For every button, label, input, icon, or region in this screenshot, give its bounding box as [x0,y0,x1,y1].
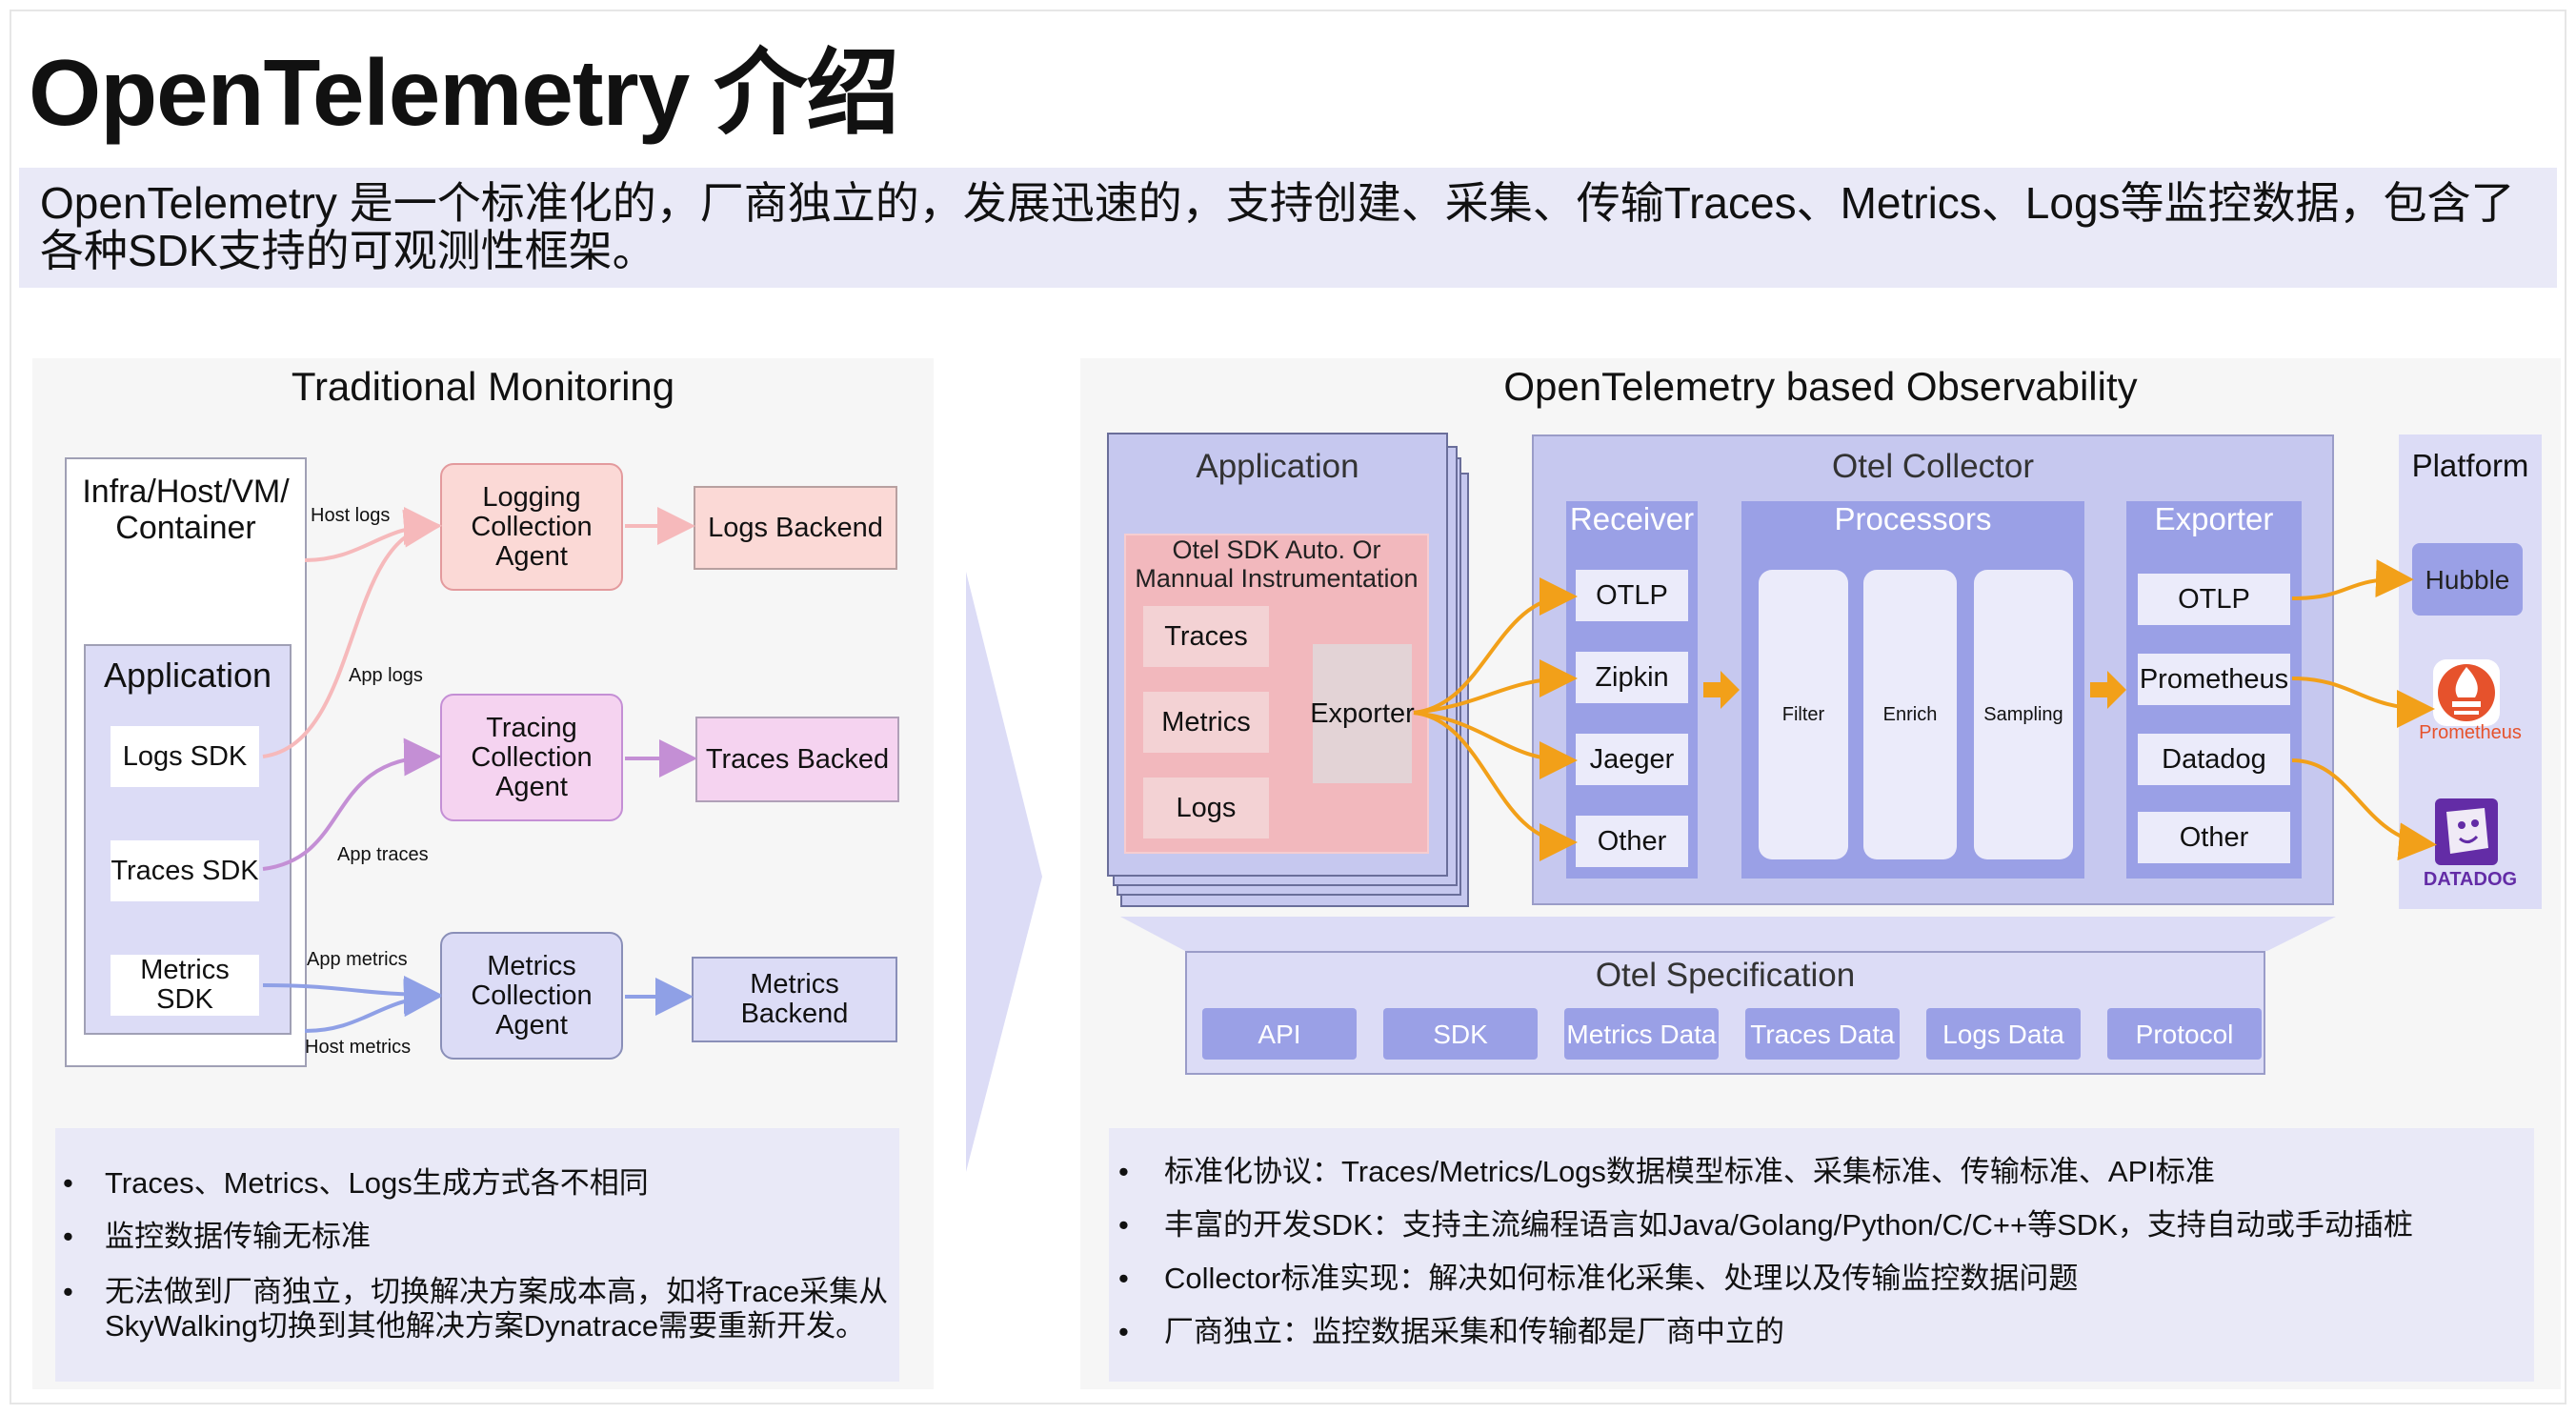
receiver-otlp: OTLP [1576,570,1688,621]
otel-application-title: Application [1196,448,1359,485]
platform-hubble: Hubble [2412,543,2523,616]
tracing-agent: Tracing Collection Agent [440,694,623,821]
processors-title: Processors [1834,501,1992,536]
bullet-item: 监控数据传输无标准 [105,1220,371,1253]
receiver-other: Other [1576,816,1688,867]
exporter-title: Exporter [2154,501,2274,536]
signal-logs: Logs [1143,778,1269,838]
edge-label-app-metrics: App metrics [307,949,408,970]
bullet-dot: • [63,1220,73,1253]
receiver-jaeger: Jaeger [1576,734,1688,785]
logging-agent: Logging Collection Agent [440,463,623,591]
bullet-dot: • [1118,1155,1129,1188]
exporter-other: Other [2138,812,2290,863]
intro-text: OpenTelemetry 是一个标准化的，厂商独立的，发展迅速的，支持创建、采… [19,168,2557,288]
spec-api: API [1202,1008,1357,1060]
processor-enrich: Enrich [1863,570,1957,859]
spec-box [1185,951,2265,1075]
bullet-item: Collector标准实现：解决如何标准化采集、处理以及传输监控数据问题 [1164,1262,2079,1295]
bullet-dot: • [1118,1262,1129,1295]
traditional-bullets: • Traces、Metrics、Logs生成方式各不相同 • 监控数据传输无标… [63,1166,901,1376]
metrics-sdk: Metrics SDK [111,955,259,1016]
processor-filter: Filter [1759,570,1848,859]
metrics-backend: Metrics Backend [692,957,897,1042]
bullet-dot: • [1118,1208,1129,1242]
slide-frame [10,10,2566,1404]
bullet-item: Traces、Metrics、Logs生成方式各不相同 [105,1166,649,1200]
spec-protocol: Protocol [2107,1008,2262,1060]
app-exporter: Exporter [1310,644,1415,783]
host-box-label: Infra/Host/VM/ Container [82,474,290,546]
bullet-dot: • [63,1166,73,1200]
prometheus-logo-icon [2433,659,2500,726]
bullet-dot: • [63,1275,73,1308]
slide-title: OpenTelemetry 介绍 [29,40,899,145]
traditional-title: Traditional Monitoring [291,364,675,409]
bullet-item: 丰富的开发SDK：支持主流编程语言如Java/Golang/Python/C/C… [1164,1208,2413,1242]
exporter-otlp: OTLP [2138,574,2290,625]
app-box-label: Application [103,656,272,695]
otel-bullets: • 标准化协议：Traces/Metrics/Logs数据模型标准、采集标准、传… [1118,1155,2528,1374]
traces-sdk: Traces SDK [111,840,259,901]
bullet-dot: • [1118,1315,1129,1348]
edge-label-app-logs: App logs [349,665,423,686]
bullet-item: 厂商独立：监控数据采集和传输都是厂商中立的 [1164,1315,1784,1348]
receiver-zipkin: Zipkin [1576,652,1688,703]
platform-datadog: DATADOG [2423,869,2518,890]
traces-backend: Traces Backed [695,717,899,802]
bullet-item: 无法做到厂商独立，切换解决方案成本高，如将Trace采集从SkyWalking切… [105,1275,889,1343]
processor-sampling: Sampling [1974,570,2073,859]
logs-backend: Logs Backend [694,486,897,570]
receiver-title: Receiver [1569,501,1695,536]
metrics-agent: Metrics Collection Agent [440,932,623,1060]
otel-bullets-box [1109,1128,2534,1382]
otel-collector-title: Otel Collector [1831,448,2035,485]
spec-metrics-data: Metrics Data [1564,1008,1719,1060]
platform-prometheus: Prometheus [2419,722,2522,743]
exporter-datadog: Datadog [2138,734,2290,785]
logs-sdk: Logs SDK [111,726,259,787]
spec-logs-data: Logs Data [1926,1008,2081,1060]
spec-sdk: SDK [1383,1008,1538,1060]
traditional-bullets-box [55,1128,899,1382]
bullet-item: 标准化协议：Traces/Metrics/Logs数据模型标准、采集标准、传输标… [1164,1155,2215,1188]
otel-title: OpenTelemetry based Observability [1503,364,2138,409]
datadog-logo-icon [2435,798,2498,865]
signal-traces: Traces [1143,606,1269,667]
spec-traces-data: Traces Data [1745,1008,1900,1060]
edge-label-host-metrics: Host metrics [305,1037,412,1058]
edge-label-app-traces: App traces [337,844,429,865]
signal-metrics: Metrics [1143,692,1269,753]
platform-title: Platform [2411,448,2529,483]
otel-sdk-label: Otel SDK Auto. Or Mannual Instrumentatio… [1135,535,1419,593]
edge-label-host-logs: Host logs [311,505,391,526]
spec-title: Otel Specification [1595,957,1856,994]
exporter-prometheus: Prometheus [2138,654,2290,705]
